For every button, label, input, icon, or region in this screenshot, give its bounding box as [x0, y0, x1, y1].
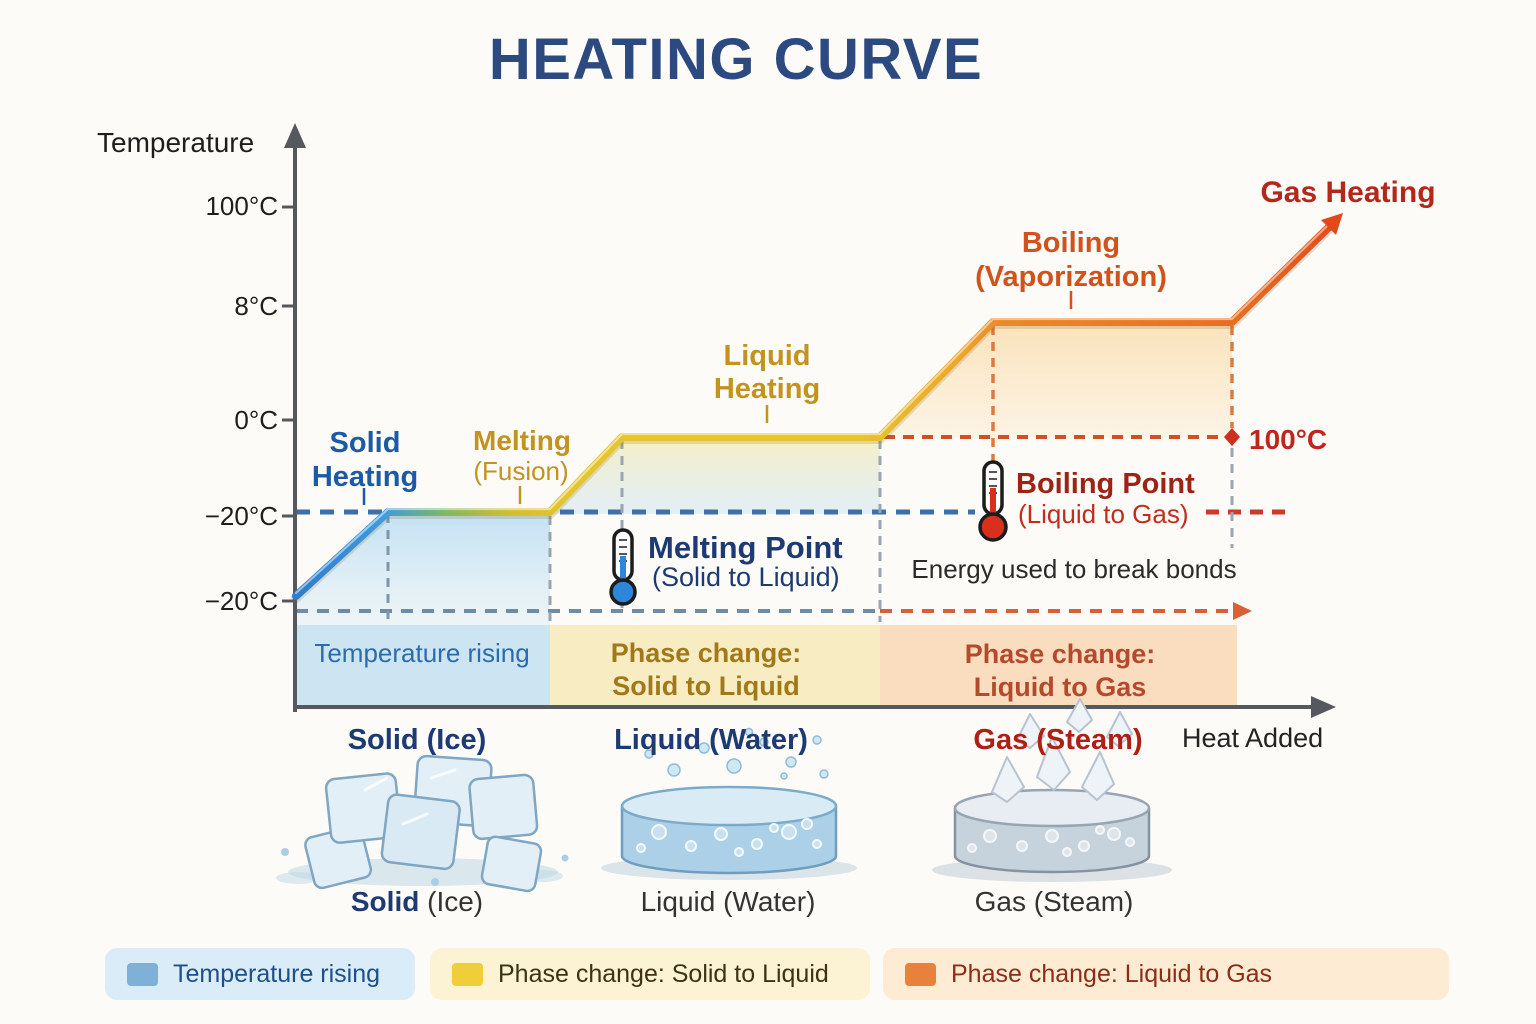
boiling-100c-diamond: [1224, 428, 1240, 446]
heating-curve-highlight: [294, 223, 1330, 595]
heating-curve-line: [292, 222, 1334, 600]
area-liquid-heating: [550, 439, 880, 514]
y-axis-title: Temperature: [97, 127, 255, 158]
steam-illustration: [932, 698, 1172, 882]
liquid-heating-label-line2: Heating: [713, 373, 821, 405]
caption-solid-bold: Solid: [350, 886, 420, 917]
y-tick-100c: 100°C: [205, 191, 278, 221]
y-tick-neg20c-b: −20°C: [204, 586, 278, 616]
solid-heating-label-line2: Heating: [311, 461, 419, 493]
y-tick-0c: 0°C: [234, 405, 278, 435]
legend-item-solid-to-liquid: Phase change: Solid to Liquid: [430, 948, 870, 1000]
y-axis-ticks: [282, 205, 296, 603]
boiling-thermometer-icon: [978, 460, 1008, 542]
water-splash-droplets: [644, 727, 829, 780]
ice-illustration: [276, 754, 569, 893]
y-axis-arrowhead: [284, 123, 306, 148]
water-illustration: [601, 727, 857, 880]
energy-note: Energy used to break bonds: [911, 554, 1237, 584]
caption-gas: Gas (Steam): [974, 886, 1134, 917]
boiling-label-line1: Boiling: [1021, 227, 1121, 259]
caption-solid-rest: (Ice): [419, 886, 484, 917]
boiling-point-title: Boiling Point: [1016, 468, 1195, 500]
energy-baseline-arrowhead: [1233, 602, 1252, 620]
gas-heating-arrowhead: [1321, 213, 1343, 235]
page-title: HEATING CURVE: [488, 27, 984, 92]
legend-label-solid-to-liquid: Phase change: Solid to Liquid: [498, 959, 829, 988]
legend-label-temperature-rising: Temperature rising: [173, 959, 381, 988]
melting-label-line2: (Fusion): [473, 456, 569, 486]
legend-label-liquid-to-gas: Phase change: Liquid to Gas: [951, 959, 1273, 988]
band-label-solid-to-liquid-line1: Phase change:: [610, 638, 802, 668]
legend-item-temperature-rising: Temperature rising: [105, 948, 415, 1000]
band-liquid-to-gas: [880, 625, 1237, 705]
melting-thermometer-icon: [609, 528, 637, 606]
legend-swatch-orange: [905, 962, 936, 986]
melting-point-title: Melting Point: [648, 530, 843, 565]
caption-solid: Solid (Ice): [351, 887, 483, 916]
y-tick-neg20c-a: −20°C: [204, 501, 278, 531]
legend-swatch-blue: [127, 962, 158, 986]
legend-item-liquid-to-gas: Phase change: Liquid to Gas: [883, 948, 1449, 1000]
band-temperature-rising: [296, 625, 550, 705]
melting-label-line1: Melting: [473, 425, 571, 456]
steam-wisps: [991, 698, 1133, 803]
phase-title-gas: Gas (Steam): [973, 724, 1143, 756]
band-label-solid-to-liquid-line2: Solid to Liquid: [612, 671, 800, 701]
band-solid-to-liquid: [550, 625, 880, 705]
solid-heating-label-line1: Solid: [329, 427, 401, 459]
x-axis-title: Heat Added: [1182, 723, 1324, 753]
boiling-label-line2: (Vaporization): [975, 261, 1167, 293]
band-label-liquid-to-gas-line2: Liquid to Gas: [973, 672, 1147, 702]
phase-title-solid: Solid (Ice): [347, 724, 487, 756]
legend-swatch-yellow: [452, 962, 483, 986]
boiling-point-subtitle: (Liquid to Gas): [1018, 499, 1189, 529]
y-tick-8c: 8°C: [234, 291, 278, 321]
caption-liquid: Liquid (Water): [640, 886, 816, 917]
x-axis-arrowhead: [1311, 696, 1336, 718]
melting-point-subtitle: (Solid to Liquid): [652, 562, 840, 592]
boiling-temp-label: 100°C: [1249, 424, 1328, 455]
phase-title-liquid: Liquid (Water): [614, 724, 808, 756]
band-label-liquid-to-gas-line1: Phase change:: [964, 639, 1156, 669]
band-label-temperature-rising: Temperature rising: [314, 638, 530, 668]
liquid-heating-label-line1: Liquid: [723, 340, 811, 372]
gas-heating-label: Gas Heating: [1260, 176, 1436, 209]
